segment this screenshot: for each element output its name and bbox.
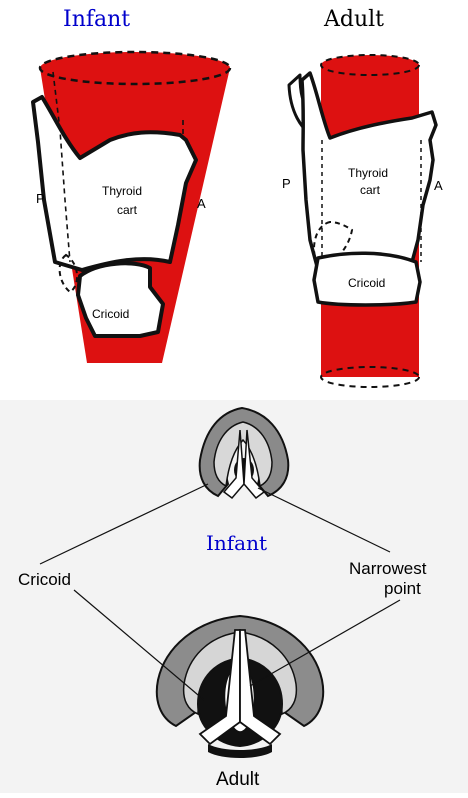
adult-posterior-label: P — [282, 176, 291, 191]
bottom-narrowest-label-line2: point — [384, 579, 421, 598]
infant-superior-view — [200, 408, 289, 498]
adult-cricoid-label: Cricoid — [348, 276, 385, 290]
infant-narrowest-leader — [258, 488, 390, 552]
adult-superior-view — [157, 616, 323, 758]
infant-posterior-label: P — [36, 191, 45, 206]
adult-larynx-diagram: P A Thyroid cart Cricoid — [282, 55, 443, 387]
bottom-infant-label: Infant — [206, 531, 267, 555]
adult-thyroid-label-line1: Thyroid — [348, 166, 388, 180]
bottom-adult-label: Adult — [216, 769, 260, 790]
bottom-narrowest-label-line1: Narrowest — [349, 559, 427, 578]
adult-airway-top-rim — [321, 55, 419, 75]
infant-larynx-diagram: P A Thyroid cart Cricoid — [33, 52, 230, 363]
infant-cricoid-label: Cricoid — [92, 307, 129, 321]
larynx-superior-views: Infant Cricoid Narrowest point Adult — [0, 400, 468, 793]
adult-thyroid-label-line2: cart — [360, 183, 381, 197]
superior-views-panel: Infant Cricoid Narrowest point Adult — [0, 400, 468, 793]
infant-anterior-label: A — [197, 196, 206, 211]
infant-airway-top-rim — [40, 52, 230, 84]
infant-thyroid-label-line2: cart — [117, 203, 138, 217]
adult-anterior-label: A — [434, 178, 443, 193]
infant-cricoid-leader — [40, 484, 208, 564]
infant-thyroid-label-line1: Thyroid — [102, 184, 142, 198]
larynx-side-views: P A Thyroid cart Cricoid P A Thyroid car… — [0, 0, 468, 400]
infant-cricoid-cartilage — [78, 263, 163, 336]
bottom-cricoid-label: Cricoid — [18, 570, 71, 589]
